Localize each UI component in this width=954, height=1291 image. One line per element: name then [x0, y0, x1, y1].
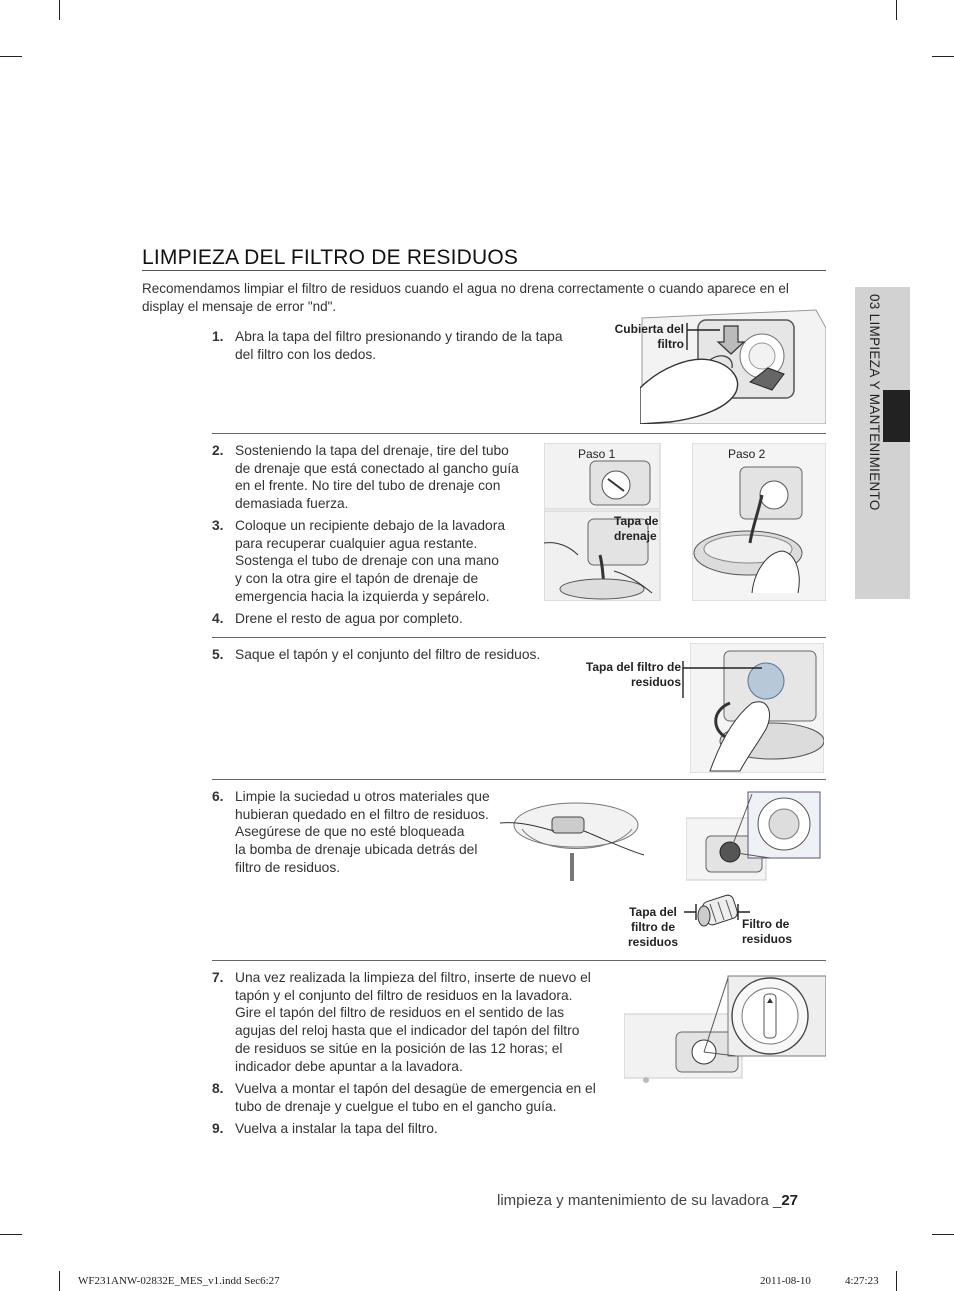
step-line: Drene el resto de agua por completo.	[235, 611, 463, 626]
label-tapa-filtro-residuos-2: Tapa del filtro de residuos	[622, 905, 684, 950]
filter-housing-illustration	[686, 791, 821, 881]
step-line: del filtro con los dedos.	[235, 346, 377, 362]
step-1: 1. Abra la tapa del filtro presionando y…	[212, 328, 563, 363]
callout-line	[682, 661, 762, 698]
step-line: Vuelva a instalar la tapa del filtro.	[235, 1121, 438, 1136]
slug-date: 2011-08-10	[760, 1275, 811, 1287]
section-side-tab	[855, 287, 910, 599]
step-3: 3. Coloque un recipiente debajo de la la…	[212, 517, 505, 606]
step-line: agujas del reloj hasta que el indicador …	[235, 1023, 580, 1039]
crop-mark	[932, 56, 954, 57]
section-separator	[212, 637, 826, 638]
label-line: drenaje	[614, 529, 657, 543]
slug-filename: WF231ANW-02832E_MES_v1.indd Sec6:27	[78, 1275, 280, 1287]
label-tapa-drenaje: Tapa de drenaje	[614, 514, 658, 544]
step-number: 3.	[212, 518, 224, 533]
label-line: Filtro de	[742, 917, 790, 931]
crop-mark	[0, 1234, 22, 1235]
step-line: Limpie la suciedad u otros materiales qu…	[235, 789, 490, 804]
step-line: de drenaje que está conectado al gancho …	[235, 460, 519, 476]
step-number: 7.	[212, 970, 224, 985]
label-line: Cubierta del	[614, 322, 684, 336]
intro-paragraph: Recomendamos limpiar el filtro de residu…	[142, 281, 789, 314]
section-tab-marker	[883, 390, 910, 442]
step-number: 9.	[212, 1121, 224, 1136]
step-line: Vuelva a montar el tapón del desagüe de …	[235, 1081, 596, 1096]
step-2: 2. Sosteniendo la tapa del drenaje, tire…	[212, 442, 519, 513]
step-line: Gire el tapón del filtro de residuos en …	[235, 1005, 565, 1021]
step-line: para recuperar cualquier agua restante.	[235, 535, 478, 551]
step-number: 6.	[212, 789, 224, 804]
step-7: 7. Una vez realizada la limpieza del fil…	[212, 969, 591, 1075]
step-number: 4.	[212, 611, 224, 626]
step-4: 4. Drene el resto de agua por completo.	[212, 610, 463, 628]
slug-time: 4:27:23	[845, 1275, 879, 1287]
section-tab-label: 03 LIMPIEZA Y MANTENIMIENTO	[867, 294, 882, 511]
step-line: hubieran quedado en el filtro de residuo…	[235, 806, 489, 822]
step-5: 5. Saque el tapón y el conjunto del filt…	[212, 646, 540, 664]
label-line: filtro	[657, 337, 684, 351]
step-line: tubo de drenaje y cuelgue el tubo en el …	[235, 1098, 557, 1114]
label-tapa-filtro-residuos: Tapa del filtro de residuos	[578, 660, 681, 690]
crop-mark	[896, 0, 897, 20]
label-line: Tapa del	[629, 905, 677, 919]
step-line: tapón y el conjunto del filtro de residu…	[235, 987, 573, 1003]
step-line: demasiada fuerza.	[235, 496, 349, 512]
title-rule	[142, 270, 826, 271]
label-line: filtro de	[631, 920, 675, 934]
crop-mark	[59, 1271, 60, 1291]
section-separator	[212, 960, 826, 961]
step-line: filtro de residuos.	[235, 859, 341, 875]
section-separator	[212, 433, 826, 434]
crop-mark	[0, 56, 22, 57]
step-2-drain-illustration	[692, 443, 826, 601]
step-number: 1.	[212, 329, 224, 344]
step-line: en el frente. No tire del tubo de drenaj…	[235, 478, 501, 494]
label-line: Tapa de	[614, 514, 659, 528]
step-number: 8.	[212, 1081, 224, 1096]
step-8: 8. Vuelva a montar el tapón del desagüe …	[212, 1080, 596, 1115]
page-title: LIMPIEZA DEL FILTRO DE RESIDUOS	[142, 246, 519, 269]
crop-mark	[932, 1234, 954, 1235]
crop-mark	[59, 0, 60, 20]
crop-mark	[896, 1271, 897, 1291]
clean-filter-illustration	[500, 802, 645, 881]
label-line: Tapa del filtro de	[585, 660, 681, 674]
step-6: 6. Limpie la suciedad u otros materiales…	[212, 788, 490, 877]
filter-part-illustration	[697, 894, 738, 927]
step-line: Asegúrese de que no esté bloqueada	[235, 824, 465, 840]
footer-text: limpieza y mantenimiento de su lavadora …	[497, 1192, 782, 1209]
label-line: residuos	[742, 932, 793, 946]
step-number: 5.	[212, 647, 224, 662]
callout-line	[684, 904, 750, 920]
step-number: 2.	[212, 443, 224, 458]
step-line: Saque el tapón y el conjunto del filtro …	[235, 647, 541, 662]
step-line: emergencia hacia la izquierda y sepárelo…	[235, 588, 490, 604]
filter-cover-illustration	[640, 308, 826, 424]
label-cubierta-filtro: Cubierta del filtro	[608, 322, 684, 352]
reinstall-filter-illustration	[624, 975, 826, 1083]
step-line: Coloque un recipiente debajo de la lavad…	[235, 518, 506, 533]
page-number: 27	[781, 1192, 799, 1209]
section-separator	[212, 779, 826, 780]
label-paso-2: Paso 2	[728, 447, 766, 461]
step-line: y con la otra gire el tapón de drenaje d…	[235, 571, 479, 587]
step-line: Sostenga el tubo de drenaje con una mano	[235, 553, 499, 569]
label-line: residuos	[627, 935, 678, 949]
step-1-drain-illustration	[544, 443, 661, 601]
step-line: la bomba de drenaje ubicada detrás del	[235, 842, 478, 858]
label-paso-1: Paso 1	[578, 447, 616, 461]
callout-line	[686, 323, 720, 350]
label-filtro-residuos: Filtro de residuos	[742, 917, 792, 947]
step-9: 9. Vuelva a instalar la tapa del filtro.	[212, 1120, 438, 1138]
step-line: indicador debe apuntar a la lavadora.	[235, 1058, 463, 1074]
step-line: Una vez realizada la limpieza del filtro…	[235, 970, 591, 985]
page-footer: limpieza y mantenimiento de su lavadora …	[497, 1192, 798, 1209]
step-line: Sosteniendo la tapa del drenaje, tire de…	[235, 443, 509, 458]
label-line: residuos	[630, 675, 681, 689]
step-line: de residuos se sitúe en la posición de l…	[235, 1040, 563, 1056]
step-line: Abra la tapa del filtro presionando y ti…	[235, 329, 563, 344]
